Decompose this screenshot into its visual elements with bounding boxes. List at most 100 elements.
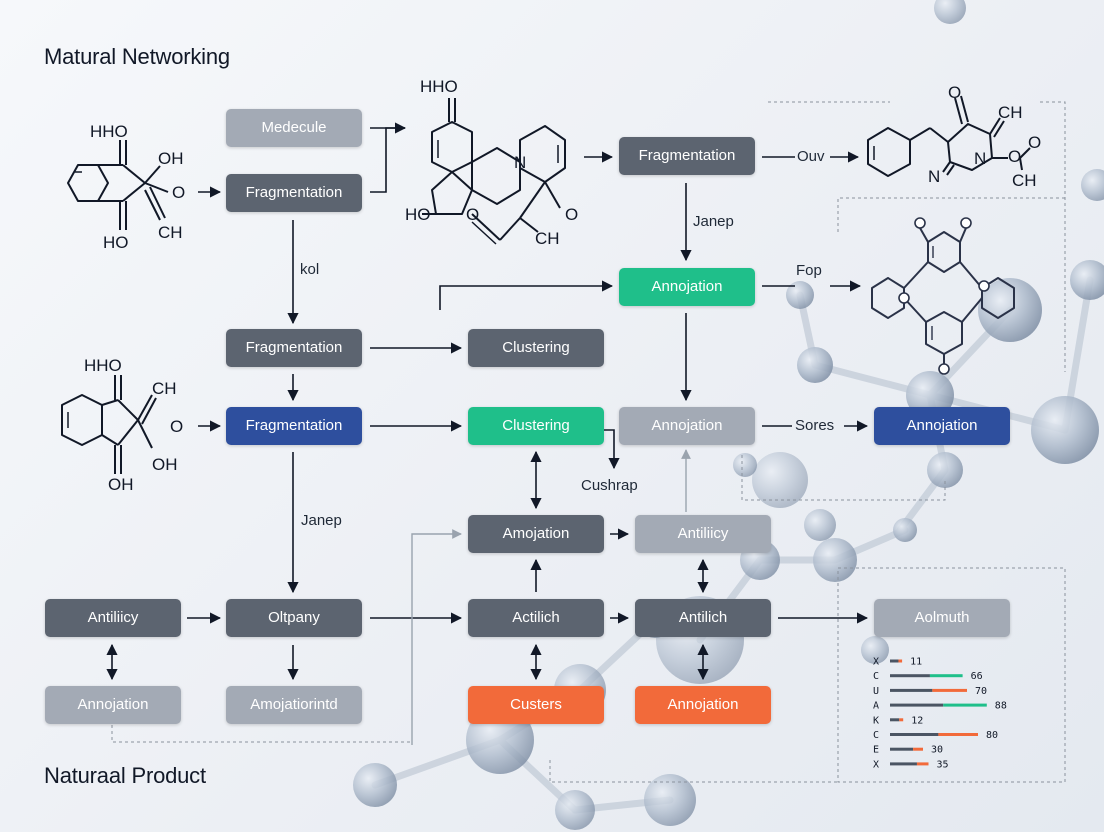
node-annotation-bottom-2[interactable]: Amojatiorintd bbox=[226, 686, 362, 724]
mol1-label: O bbox=[172, 183, 185, 202]
mol3-label: O bbox=[170, 417, 183, 436]
molecule-3 bbox=[61, 375, 157, 474]
atom-o-circle bbox=[898, 292, 910, 304]
bar-value-label: 35 bbox=[937, 759, 949, 770]
node-medecule[interactable]: Medecule bbox=[226, 109, 362, 147]
mol3-label: OH bbox=[152, 455, 178, 474]
bar-category-label: C bbox=[873, 730, 879, 741]
node-fragmentation-blue[interactable]: Fragmentation bbox=[226, 407, 362, 445]
node-antilich[interactable]: Antilich bbox=[635, 599, 771, 637]
arrow-clustering-cushrap bbox=[604, 429, 620, 470]
bar-value-label: 66 bbox=[971, 671, 983, 682]
node-fragmentation-1[interactable]: Fragmentation bbox=[226, 174, 362, 212]
mol2-label: O bbox=[466, 205, 479, 224]
mol2-label: HHO bbox=[420, 77, 458, 96]
top-title: Matural Networking bbox=[44, 44, 230, 69]
bar-segment-accent bbox=[932, 688, 967, 692]
mol1-label: HHO bbox=[90, 122, 128, 141]
arrow-frag1-mol2 bbox=[370, 127, 405, 193]
node-fragmentation-top[interactable]: Fragmentation bbox=[619, 137, 755, 175]
bar-category-label: X bbox=[873, 657, 879, 668]
bar-value-label: 70 bbox=[975, 686, 987, 697]
bar-segment-accent bbox=[938, 733, 978, 736]
bottom-title: Naturaal Product bbox=[44, 763, 206, 788]
mol1-label: HO bbox=[103, 233, 129, 252]
molecule-2 bbox=[422, 98, 566, 245]
bar-value-label: 88 bbox=[995, 701, 1007, 712]
arrow-into-annotation-green bbox=[439, 280, 614, 310]
node-antiliicy-mid[interactable]: Antiliicy bbox=[635, 515, 771, 553]
node-annotation-green[interactable]: Annojation bbox=[619, 268, 755, 306]
mol4-label: CH bbox=[998, 103, 1023, 122]
node-clustering-1[interactable]: Clustering bbox=[468, 329, 604, 367]
bar-segment-accent bbox=[929, 674, 963, 678]
atom-o-circle bbox=[978, 280, 990, 292]
edge-label-janep-top: Janep bbox=[693, 213, 734, 230]
dashed-frame-chart bbox=[837, 567, 1066, 783]
node-oltpany[interactable]: Oltpany bbox=[226, 599, 362, 637]
mol1-label: OH bbox=[158, 149, 184, 168]
mol1-label: CH bbox=[158, 223, 183, 242]
dashed-frame-bottom bbox=[741, 455, 946, 501]
node-aolmuth[interactable]: Aolmuth bbox=[874, 599, 1010, 637]
bar-segment-accent bbox=[913, 747, 923, 751]
bar-category-label: C bbox=[873, 671, 879, 682]
mol3-label: CH bbox=[152, 379, 177, 398]
bar-segment-dark bbox=[890, 674, 930, 678]
mol2-label: N bbox=[514, 153, 526, 172]
edge-label-ouv: Ouv bbox=[797, 148, 825, 165]
node-annotation-mid[interactable]: Amojation bbox=[468, 515, 604, 553]
bar-segment-accent bbox=[916, 762, 929, 766]
mol3-label: HHO bbox=[84, 356, 122, 375]
bar-segment-accent bbox=[899, 718, 904, 722]
edge-label-kol: kol bbox=[300, 261, 320, 278]
mol4-label: O bbox=[1008, 147, 1021, 166]
node-antiliicy-left[interactable]: Antiliicy bbox=[45, 599, 181, 637]
arrow-left-annotation-mid bbox=[411, 529, 462, 745]
bar-segment-dark bbox=[890, 747, 914, 751]
molecule-1 bbox=[67, 140, 169, 230]
bar-segment-dark bbox=[890, 762, 917, 766]
mol2-label: O bbox=[565, 205, 578, 224]
bar-segment-accent bbox=[943, 703, 987, 707]
bar-segment-accent bbox=[898, 659, 903, 663]
edge-label-janep-mid: Janep bbox=[301, 512, 342, 529]
mol4-label: N bbox=[974, 149, 986, 168]
mol3-label: OH bbox=[108, 475, 134, 494]
mol4-label: CH bbox=[1012, 171, 1037, 190]
edge-label-fop: Fop bbox=[796, 262, 822, 279]
mol2-label: CH bbox=[535, 229, 560, 248]
bar-value-label: 11 bbox=[910, 657, 922, 668]
molecule-4 bbox=[867, 95, 1031, 177]
node-annotation-blue[interactable]: Annojation bbox=[874, 407, 1010, 445]
bar-category-label: K bbox=[873, 715, 879, 726]
dashed-frame-bl bbox=[111, 725, 412, 743]
node-custers[interactable]: Custers bbox=[468, 686, 604, 724]
dashed-frame-right bbox=[1040, 101, 1066, 372]
molecule-5 bbox=[871, 227, 1015, 365]
node-annotation-orange[interactable]: Annojation bbox=[635, 686, 771, 724]
dashed-frame-bc bbox=[549, 760, 838, 783]
node-fragmentation-2[interactable]: Fragmentation bbox=[226, 329, 362, 367]
mol2-label: HO bbox=[405, 205, 431, 224]
bar-category-label: U bbox=[873, 686, 879, 697]
bar-value-label: 12 bbox=[911, 715, 923, 726]
atom-o-circle bbox=[960, 217, 972, 229]
mol4-label: N bbox=[928, 167, 940, 186]
atom-o-circle bbox=[938, 363, 950, 375]
mol4-label: O bbox=[948, 83, 961, 102]
bar-category-label: A bbox=[873, 701, 879, 712]
edge-label-cushrap: Cushrap bbox=[581, 477, 638, 494]
bar-segment-dark bbox=[890, 703, 944, 707]
mol4-label: O bbox=[1028, 133, 1041, 152]
bar-category-label: X bbox=[873, 759, 879, 770]
bar-value-label: 80 bbox=[986, 730, 998, 741]
node-annotation-gray[interactable]: Annojation bbox=[619, 407, 755, 445]
node-annotation-bottom-left[interactable]: Annojation bbox=[45, 686, 181, 724]
edge-label-sores: Sores bbox=[795, 417, 835, 434]
node-clustering-green[interactable]: Clustering bbox=[468, 407, 604, 445]
node-actilich[interactable]: Actilich bbox=[468, 599, 604, 637]
